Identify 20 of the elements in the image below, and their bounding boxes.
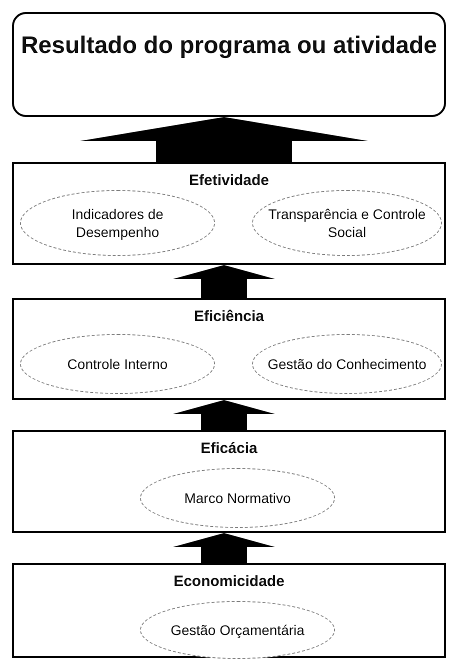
block-arrow [173, 265, 275, 298]
ellipse-label: Gestão do Conhecimento [266, 354, 428, 374]
result-title: Resultado do programa ou atividade [20, 31, 438, 61]
level-box [12, 563, 446, 658]
ellipse-label: Transparência e Controle Social [267, 204, 427, 242]
level-box [12, 298, 446, 400]
ellipse-label: Gestão Orçamentária [170, 620, 306, 640]
ellipse-label: Indicadores de Desempenho [70, 204, 164, 242]
level-title: Eficácia [200, 440, 258, 457]
level-title: Efetividade [188, 172, 270, 189]
ellipse-label: Marco Normativo [183, 488, 292, 508]
level-box [12, 430, 446, 533]
level-title: Economicidade [172, 573, 286, 590]
level-box [12, 162, 446, 265]
level-title: Eficiência [192, 308, 266, 325]
block-arrow [173, 400, 275, 430]
block-arrow [80, 117, 368, 162]
block-arrow [173, 533, 275, 563]
result-box [12, 12, 446, 117]
ellipse-label: Controle Interno [66, 354, 169, 374]
